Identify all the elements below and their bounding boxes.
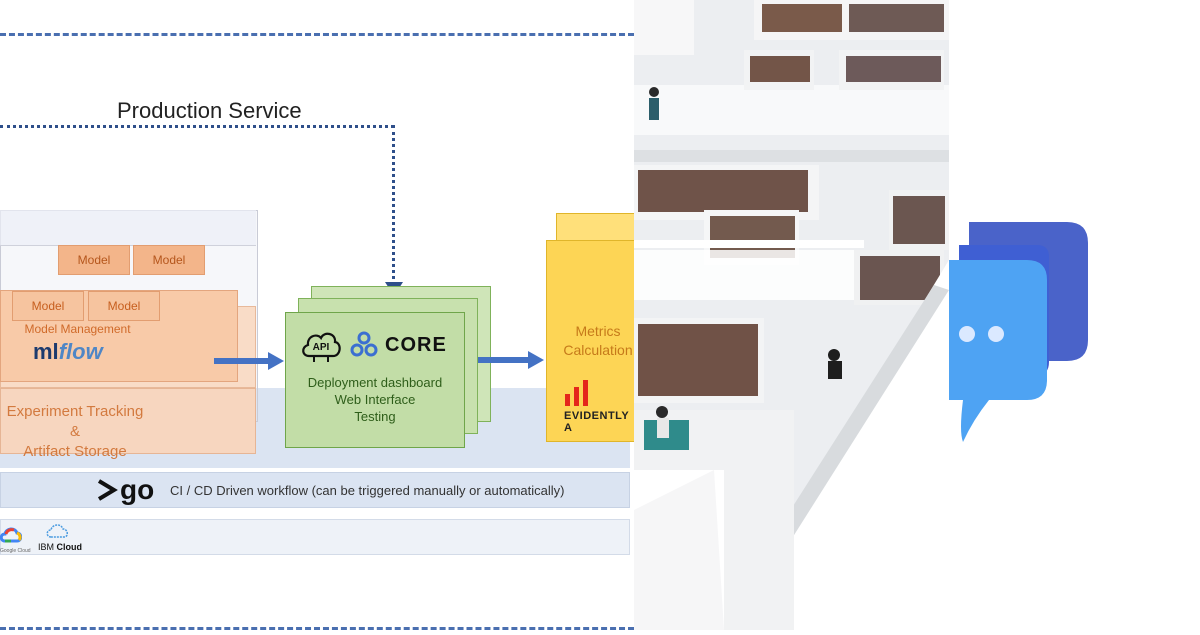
core-line-2: Web Interface bbox=[334, 392, 416, 407]
model-management-label: Model Management bbox=[24, 322, 131, 336]
mlflow-logo-part1: ml bbox=[33, 339, 59, 364]
ibm-label-part2: Cloud bbox=[56, 542, 83, 552]
core-line-1: Deployment dashboard bbox=[307, 375, 443, 390]
cicd-band bbox=[0, 472, 630, 508]
experiment-tracking-label: Experiment Tracking & Artifact Storage bbox=[0, 402, 150, 462]
cicd-label: CI / CD Driven workflow (can be triggere… bbox=[170, 483, 565, 498]
stack-glass-top bbox=[0, 210, 256, 246]
arrow-to-metrics-shaft bbox=[478, 357, 530, 363]
core-logo-icon bbox=[350, 331, 378, 357]
mlflow-logo: mlflow bbox=[33, 339, 103, 365]
model-card-back-1: Model bbox=[58, 245, 130, 275]
metrics-box bbox=[546, 240, 634, 442]
metrics-line-1: Metrics bbox=[575, 323, 621, 339]
production-line-horizontal bbox=[0, 125, 394, 128]
api-cloud-icon: API bbox=[302, 332, 341, 362]
ibm-label-part1: IBM bbox=[38, 542, 55, 552]
arrow-to-core-shaft bbox=[214, 358, 270, 364]
chat-bubbles-icon bbox=[949, 222, 1088, 442]
core-header: API CORE bbox=[299, 326, 447, 364]
chat-panel bbox=[949, 0, 1200, 630]
go-logo: go bbox=[96, 474, 155, 505]
evidently-bars-icon bbox=[565, 380, 588, 406]
dashed-border-top bbox=[0, 33, 634, 36]
metrics-label: Metrics Calculation bbox=[548, 322, 634, 360]
mlops-diagram: Production Service Experiment Tracking &… bbox=[0, 33, 634, 630]
ibm-cloud-icon bbox=[46, 524, 68, 538]
ibm-cloud-label: IBM Cloud bbox=[38, 542, 82, 552]
model-card-front-2: Model bbox=[88, 291, 160, 321]
tracking-line-2: Artifact Storage bbox=[23, 443, 127, 460]
model-card-front-1: Model bbox=[12, 291, 84, 321]
arrow-to-metrics-head bbox=[528, 351, 544, 369]
dashed-border-bottom bbox=[0, 627, 634, 630]
production-service-label: Production Service bbox=[117, 98, 302, 123]
evidently-label: EVIDENTLY A bbox=[564, 410, 630, 434]
metrics-box-top bbox=[556, 213, 634, 241]
metrics-line-2: Calculation bbox=[563, 342, 633, 358]
google-cloud-icon bbox=[0, 527, 22, 543]
api-badge-text: API bbox=[313, 342, 330, 353]
go-play-icon bbox=[97, 479, 118, 501]
experiment-tracking-box bbox=[0, 388, 256, 454]
library-photo-illustration bbox=[634, 0, 949, 630]
mlflow-logo-part2: flow bbox=[58, 339, 103, 364]
model-card-back-2: Model bbox=[133, 245, 205, 275]
arrow-to-core-head bbox=[268, 352, 284, 370]
tracking-line-1: Experiment Tracking & bbox=[6, 403, 144, 440]
core-description: Deployment dashboard Web Interface Testi… bbox=[285, 374, 465, 425]
go-logo-text: go bbox=[120, 474, 155, 505]
google-cloud-label: Google Cloud bbox=[0, 548, 31, 554]
core-line-3: Testing bbox=[354, 409, 396, 424]
compute-band bbox=[0, 519, 630, 555]
core-label: CORE bbox=[385, 333, 447, 356]
production-line-vertical bbox=[392, 125, 395, 285]
library-photo bbox=[634, 0, 949, 630]
